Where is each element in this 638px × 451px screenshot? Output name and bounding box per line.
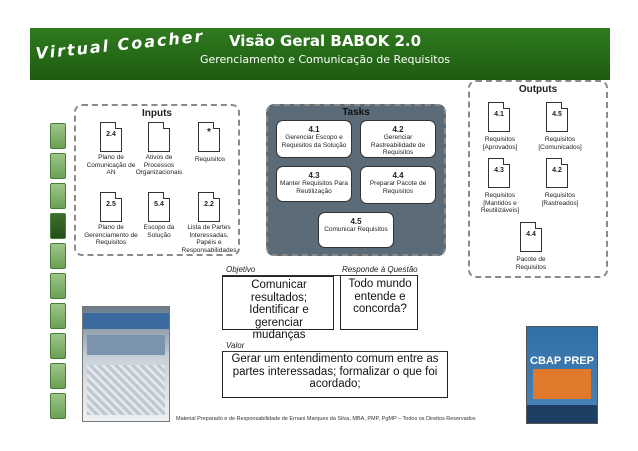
objetivo-label: Objetivo <box>226 265 255 274</box>
document-icon: 2.4 <box>100 122 122 152</box>
input-label: Ativos de Processos Organizacionais <box>132 154 186 177</box>
document-icon: 2.5 <box>100 192 122 222</box>
inputs-title: Inputs <box>76 108 238 119</box>
valor-label: Valor <box>226 341 244 350</box>
document-icon: 4.4 <box>520 222 542 252</box>
babok-guide-cover-image <box>82 306 170 422</box>
input-label: Escopo da Solução <box>136 224 182 239</box>
document-icon: 5.4 <box>148 192 170 222</box>
document-icon: 4.2 <box>546 158 568 188</box>
questao-box: Todo mundo entende e concorda? <box>340 276 418 330</box>
nav-button[interactable] <box>50 363 66 389</box>
questao-label: Responde à Questão <box>342 265 418 274</box>
questao-text: Todo mundo entende e concorda? <box>343 278 417 316</box>
objetivo-text: Comunicar resultados; Identificar e gere… <box>227 279 331 342</box>
output-label: Requisitos [Comunicados] <box>532 136 588 151</box>
nav-button[interactable] <box>50 303 66 329</box>
page-title: Visão Geral BABOK 2.0 <box>170 32 480 50</box>
nav-button[interactable] <box>50 183 66 209</box>
inputs-panel: Inputs 2.4 Plano de Comunicação de AN At… <box>74 104 240 256</box>
page-subtitle: Gerenciamento e Comunicação de Requisito… <box>160 53 490 66</box>
valor-box: Gerar um entendimento comum entre as par… <box>222 352 448 398</box>
nav-button[interactable] <box>50 153 66 179</box>
slide-nav <box>50 123 68 423</box>
output-label: Requisitos [Aprovados] <box>474 136 526 151</box>
document-icon: 4.5 <box>546 102 568 132</box>
input-label: Plano de Gerenciamento de Requisitos <box>80 224 142 247</box>
output-label: Requisitos [Mantidos e Reutilizáveis] <box>474 192 526 215</box>
document-icon: * <box>198 122 220 152</box>
outputs-title: Outputs <box>470 84 606 95</box>
cbap-prep-cover-image: CBAP PREP <box>526 326 598 424</box>
document-icon <box>148 122 170 152</box>
nav-button[interactable] <box>50 393 66 419</box>
copyright-footer: Material Preparado e de Responsabilidade… <box>176 416 496 422</box>
valor-text: Gerar um entendimento comum entre as par… <box>227 353 443 391</box>
outputs-panel: Outputs 4.1 Requisitos [Aprovados] 4.5 R… <box>468 80 608 278</box>
nav-button[interactable] <box>50 243 66 269</box>
book2-title: CBAP PREP <box>527 355 597 367</box>
output-label: Pacote de Requisitos <box>508 256 554 271</box>
output-label: Requisitos [Rastreados] <box>532 192 588 207</box>
nav-button-active[interactable] <box>50 213 66 239</box>
document-icon: 4.3 <box>488 158 510 188</box>
document-icon: 2.2 <box>198 192 220 222</box>
document-icon: 4.1 <box>488 102 510 132</box>
input-label: Requisitos <box>186 156 234 164</box>
objetivo-box: Comunicar resultados; Identificar e gere… <box>222 276 334 330</box>
input-label: Lista de Partes Interessadas, Papéis e R… <box>180 224 238 254</box>
nav-button[interactable] <box>50 273 66 299</box>
nav-button[interactable] <box>50 333 66 359</box>
nav-button[interactable] <box>50 123 66 149</box>
tasks-title: Tasks <box>268 107 444 118</box>
